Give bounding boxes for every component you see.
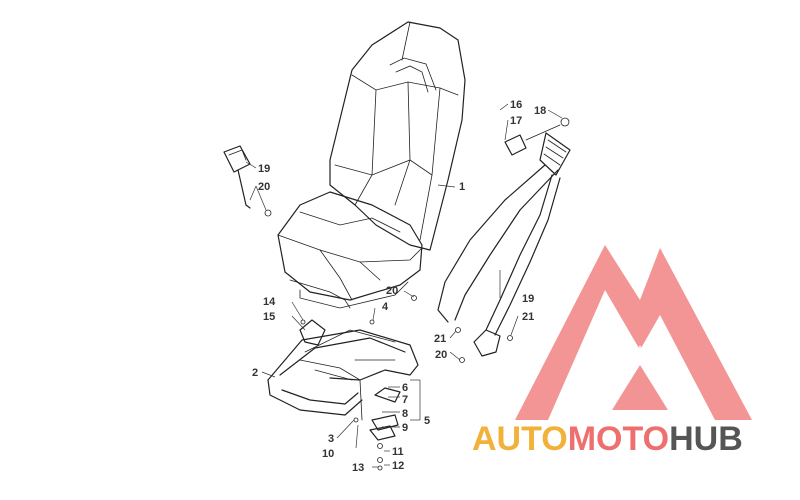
leader-lines <box>245 103 563 468</box>
callout-7: 7 <box>402 394 408 406</box>
callout-20-bottom: 20 <box>435 349 447 361</box>
seat-frame <box>267 319 419 421</box>
callout-labels: 1 2 3 4 5 6 7 8 9 10 11 12 13 14 15 16 1… <box>252 99 546 474</box>
callout-12: 12 <box>392 460 404 472</box>
callout-20-left: 20 <box>258 181 270 193</box>
watermark-brand: AUTOMOTOHUB <box>472 420 743 458</box>
watermark-brand-moto: MOTO <box>568 420 669 458</box>
callout-11: 11 <box>392 446 404 458</box>
latch-parts <box>300 319 401 471</box>
callout-19-left: 19 <box>258 163 270 175</box>
callout-2: 2 <box>252 367 258 379</box>
callout-20-mid: 20 <box>386 285 398 297</box>
callout-21-right: 21 <box>522 311 534 323</box>
callout-19-right: 19 <box>522 293 534 305</box>
seat-illustration <box>277 21 466 309</box>
callout-10: 10 <box>322 448 334 460</box>
callout-4: 4 <box>382 301 389 313</box>
callout-17: 17 <box>510 115 522 127</box>
callout-14: 14 <box>263 296 276 308</box>
watermark-brand-hub: HUB <box>669 420 743 458</box>
callout-15: 15 <box>263 311 275 323</box>
callout-8: 8 <box>402 408 408 420</box>
callout-13: 13 <box>352 462 364 474</box>
callout-1: 1 <box>459 181 465 193</box>
callout-3: 3 <box>328 433 334 445</box>
callout-9: 9 <box>402 422 408 434</box>
callout-6: 6 <box>402 382 408 394</box>
callout-5: 5 <box>424 415 430 427</box>
seatbelt <box>411 117 571 363</box>
watermark-logo <box>515 245 752 420</box>
callout-18: 18 <box>534 105 546 117</box>
callout-16: 16 <box>510 99 522 111</box>
callout-21-mid: 21 <box>434 333 446 345</box>
watermark-brand-auto: AUTO <box>472 420 568 458</box>
